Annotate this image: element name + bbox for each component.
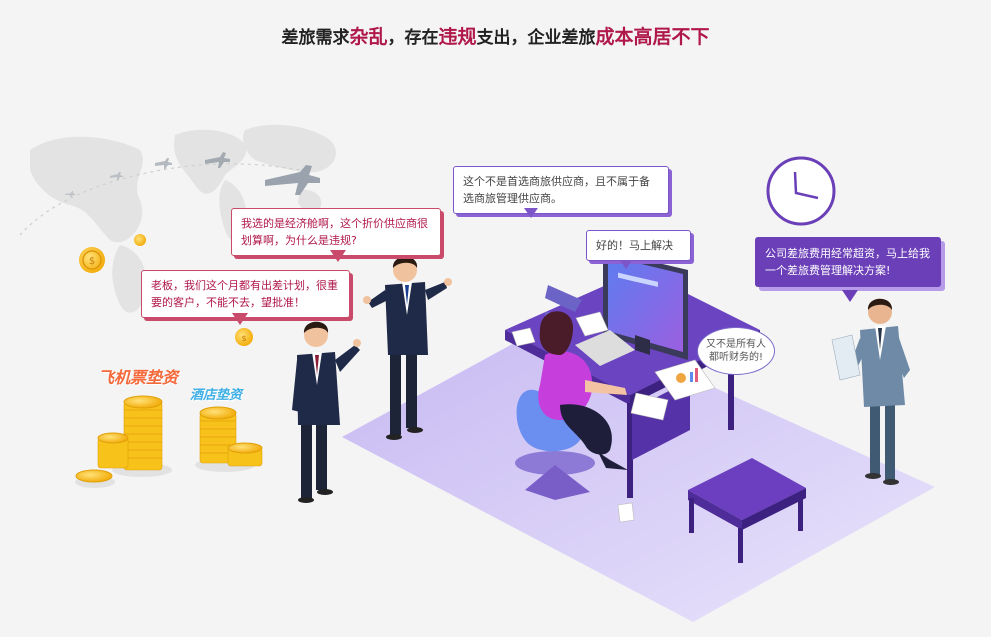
bubble-tail <box>330 250 346 262</box>
thought-bubble-finance: 又不是所有人都听财务的! <box>697 327 775 375</box>
bubble-tail <box>232 313 248 325</box>
tablet <box>831 334 861 381</box>
bubble-text: 又不是所有人都听财务的! <box>706 339 766 363</box>
page-headline: 差旅需求杂乱，存在违规支出，企业差旅成本高居不下 <box>0 22 991 49</box>
stool <box>688 458 806 563</box>
svg-text:$: $ <box>241 334 246 343</box>
airplane-icon <box>205 152 230 168</box>
businessman-1 <box>292 321 361 503</box>
airplane-icon <box>110 172 123 180</box>
bubble-tail <box>842 290 858 302</box>
headline-part-5: 支出，企业差旅 <box>476 28 596 48</box>
coin-icon: $ <box>235 328 253 346</box>
coin-icon: $ <box>79 247 105 273</box>
keyboard <box>575 330 635 366</box>
businessman-2 <box>363 256 452 440</box>
flight-advance-label: 飞机票垫资 <box>98 368 179 387</box>
coin-stack-hotel <box>195 406 263 472</box>
speech-bubble-supplier: 这个不是首选商旅供应商，且不属于备选商旅管理供应商。 <box>453 166 669 214</box>
bubble-text: 这个不是首选商旅供应商，且不属于备选商旅管理供应商。 <box>463 175 650 205</box>
speech-bubble-ok: 好的！马上解决 <box>586 230 691 261</box>
flight-path <box>19 163 301 236</box>
coin-stack-flight <box>75 395 172 488</box>
bubble-text: 我选的是经济舱啊，这个折价供应商很划算啊，为什么是违规? <box>241 217 428 247</box>
woman-at-desk <box>515 311 628 500</box>
papers <box>511 311 716 523</box>
airplane-icon <box>265 165 320 195</box>
bubble-text: 公司差旅费用经常超资，马上给我一个差旅费管理解决方案! <box>765 247 930 277</box>
headline-part-3: ，存在 <box>387 28 439 48</box>
headline-highlight-messy: 杂乱 <box>349 26 388 48</box>
speech-bubble-solution: 公司差旅费用经常超资，马上给我一个差旅费管理解决方案! <box>755 237 941 287</box>
airplane-icon <box>155 158 172 169</box>
coin-icon <box>134 234 146 246</box>
report-chart <box>676 368 698 383</box>
speech-bubble-economy: 我选的是经济舱啊，这个折价供应商很划算啊，为什么是违规? <box>231 208 441 256</box>
svg-text:$: $ <box>89 256 95 267</box>
bubble-tail <box>524 208 538 218</box>
office-floor <box>342 318 935 622</box>
speech-bubble-boss: 老板，我们这个月都有出差计划，很重要的客户，不能不去，望批准！ <box>141 270 350 318</box>
hotel-advance-label: 酒店垫资 <box>190 388 243 403</box>
headline-part-1: 差旅需求 <box>281 28 350 48</box>
headline-highlight-cost: 成本高居不下 <box>595 26 710 48</box>
clock-icon <box>766 156 836 226</box>
bubble-text: 好的！马上解决 <box>596 239 673 252</box>
bubble-text: 老板，我们这个月都有出差计划，很重要的客户，不能不去，望批准！ <box>151 279 338 309</box>
bubble-tail <box>620 260 632 269</box>
computer-monitor <box>603 250 688 360</box>
airplane-icon <box>65 191 75 197</box>
businessman-3 <box>831 298 910 485</box>
headline-highlight-violation: 违规 <box>438 26 477 48</box>
